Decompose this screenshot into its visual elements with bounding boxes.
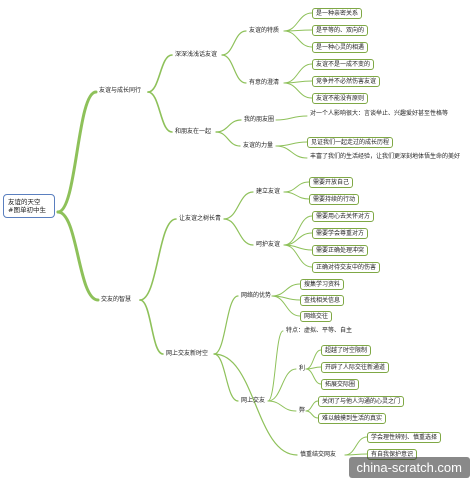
link-b2s2-t2 <box>213 353 239 402</box>
leaf-handle-conflict: 需要正确处理冲突 <box>312 245 369 256</box>
sub-protect-friendship: 呵护友谊 <box>256 241 281 248</box>
link-s1-t2 <box>221 54 247 84</box>
link-careful-leaf-0 <box>344 436 368 456</box>
link-online-pro <box>267 368 297 402</box>
leaf-find-info: 查找相关信息 <box>300 295 345 306</box>
leaf-beyond-time-space: 超越了时空限制 <box>321 345 372 356</box>
leaf-treat-hurt: 正确对待交友中的伤害 <box>312 262 381 273</box>
root-subtitle: #图单初中生 <box>8 206 46 214</box>
link-build-leaf-0 <box>283 181 310 193</box>
leaf-not-constant: 友谊不是一成不变的 <box>312 59 375 70</box>
link-b2-s2 <box>139 299 164 355</box>
link-b1-s1 <box>147 54 173 93</box>
root-title: 友谊的天空 <box>8 198 41 206</box>
leaf-close-door: 关闭了与他人沟通的心灵之门 <box>318 396 405 407</box>
branch-friendship-growth: 友谊与成长同行 <box>99 87 142 94</box>
sub-clarification: 有意的澄清 <box>249 79 280 86</box>
sub-pro: 利 <box>299 365 306 372</box>
sub-network-advantage: 网络的优势 <box>241 292 272 299</box>
link-pro-leaf-2 <box>305 368 322 385</box>
link-protect-leaf-1 <box>283 232 313 246</box>
leaf-open-self: 需要开放自己 <box>309 177 354 188</box>
leaf-competition: 竞争并不必然伤害友谊 <box>312 76 381 87</box>
leaf-witness-growth: 见证我们一起走过的成长历程 <box>307 137 394 148</box>
link-root-b2 <box>56 210 100 302</box>
link-careful-leaf-1 <box>344 453 368 456</box>
link-advantage-leaf-0 <box>271 283 301 297</box>
link-power-leaf-1 <box>275 145 308 159</box>
leaf-feature: 特点：虚拟、平等、自主 <box>286 327 353 334</box>
link-traits-leaf-0 <box>283 12 313 32</box>
link-s1-t1 <box>221 30 247 56</box>
link-con-leaf-1 <box>305 410 319 419</box>
link-clarify-leaf-0 <box>283 63 313 84</box>
link-online-con <box>267 400 297 412</box>
link-b2s2-t3 <box>213 353 298 456</box>
link-root-b1 <box>56 90 98 214</box>
leaf-influence: 对一个人影响很大：言谈举止、兴趣爱好甚至性格等 <box>310 110 449 117</box>
sub-friendship-power: 友谊的力量 <box>243 142 274 149</box>
leaf-enrich-life: 丰富了我们的生活经验，让我们更深刻地体悟生命的美好 <box>310 153 461 160</box>
link-b2s1-t2 <box>223 218 254 246</box>
topic-online-friends: 网上交友新时空 <box>166 350 209 357</box>
leaf-network-communication: 网络交往 <box>300 311 333 322</box>
leaf-respect-other: 需要学会尊重对方 <box>312 228 369 239</box>
link-advantage-leaf-2 <box>271 295 301 317</box>
link-s2-t1 <box>215 119 242 133</box>
sub-friendship-traits: 友谊的特质 <box>249 27 280 34</box>
leaf-expand-circle: 拓展交际圈 <box>321 379 360 390</box>
link-b1-s2 <box>147 91 173 133</box>
watermark: china-scratch.com <box>348 457 470 478</box>
sub-build-friendship: 建立友谊 <box>256 188 281 195</box>
sub-friend-circle: 我的朋友圈 <box>244 116 275 123</box>
leaf-care-other: 需要用心去关怀对方 <box>312 211 375 222</box>
leaf-collect-materials: 搜集学习资料 <box>300 279 345 290</box>
link-protect-leaf-0 <box>283 215 313 246</box>
link-build-leaf-1 <box>283 191 310 200</box>
sub-con: 弊 <box>299 407 306 414</box>
topic-talk-friendship: 深深浅浅话友谊 <box>175 51 218 58</box>
leaf-hard-touch-reality: 难以触摸到生活的真实 <box>318 413 387 424</box>
link-online-feature <box>267 330 284 402</box>
sub-careful-netfriends: 慎重结交网友 <box>300 451 337 458</box>
leaf-equal-mutual: 是平等的、双向的 <box>312 25 369 36</box>
leaf-close-relationship: 是一种亲密关系 <box>312 8 363 19</box>
leaf-soul-meeting: 是一种心灵的相遇 <box>312 42 369 53</box>
root-node: 友谊的天空 #图单初中生 <box>3 194 55 218</box>
link-protect-leaf-3 <box>283 244 313 268</box>
topic-with-friends: 和朋友在一起 <box>175 128 212 135</box>
link-b2s2-t1 <box>213 295 239 355</box>
link-power-leaf-0 <box>275 141 308 147</box>
link-b2-s1 <box>139 218 177 301</box>
link-pro-leaf-0 <box>305 349 322 370</box>
branch-friendship-wisdom: 交友的智慧 <box>101 296 132 303</box>
leaf-new-channel: 开辟了人际交往新通道 <box>321 362 390 373</box>
link-b2s1-t1 <box>223 191 254 220</box>
link-clarify-leaf-2 <box>283 82 313 99</box>
leaf-principle: 友谊不能没有原则 <box>312 93 369 104</box>
link-traits-leaf-2 <box>283 30 313 48</box>
leaf-continuous-action: 需要持续的行动 <box>309 194 360 205</box>
sub-online-making-friends: 网上交友 <box>241 397 266 404</box>
topic-evergreen-friendship: 让友谊之树长青 <box>179 215 222 222</box>
link-s2-t2 <box>215 131 241 147</box>
leaf-rational-choice: 学会理性辨别、慎重选择 <box>367 432 442 443</box>
link-circle-leaf <box>275 115 308 121</box>
